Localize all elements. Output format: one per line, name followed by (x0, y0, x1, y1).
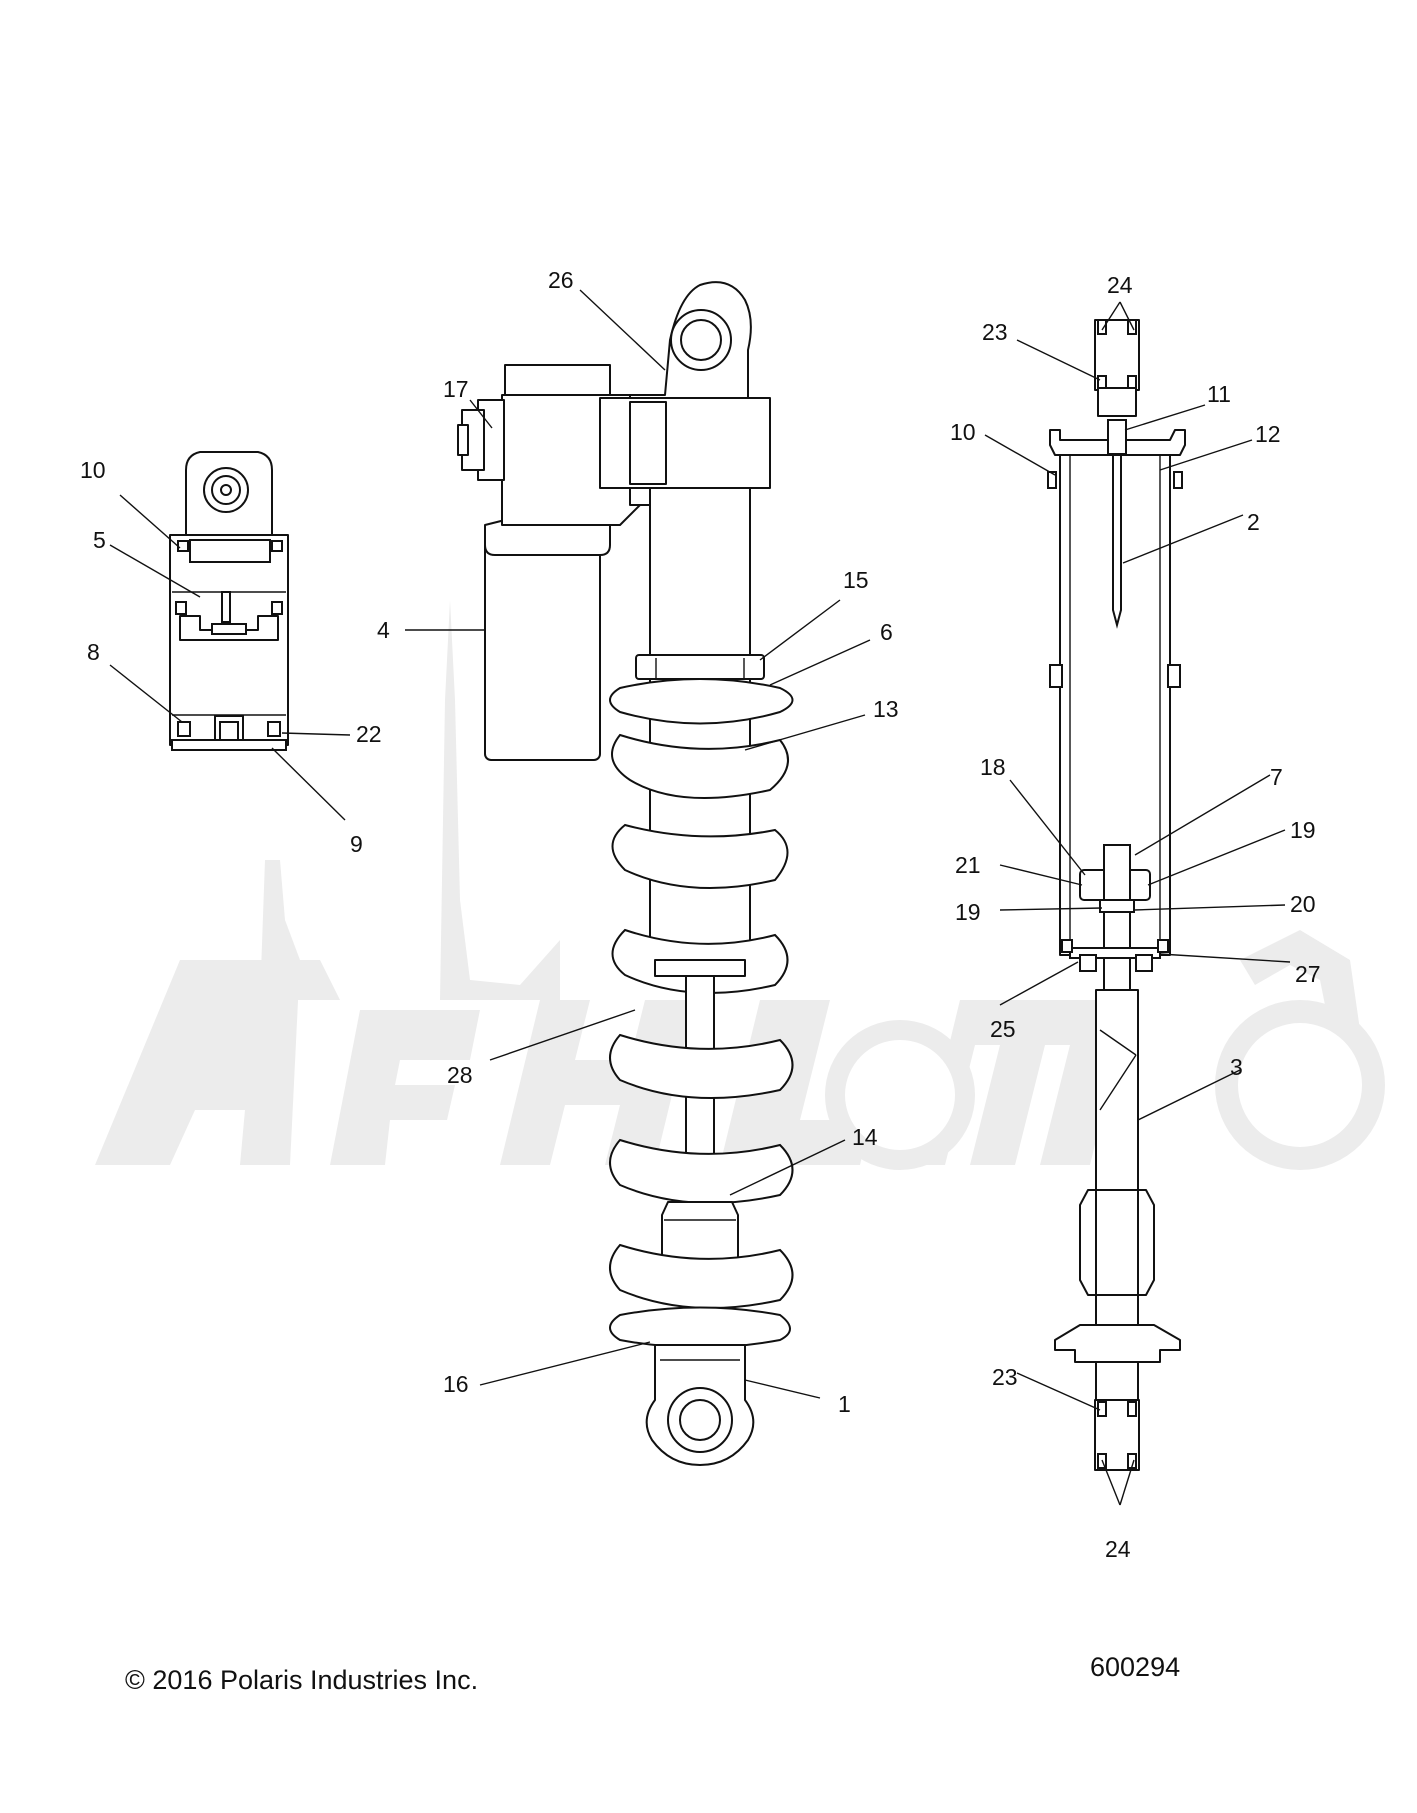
callout-22: 22 (356, 721, 382, 747)
callout-24-bottom: 24 (1105, 1536, 1131, 1562)
callout-4: 4 (377, 617, 390, 643)
callout-28: 28 (447, 1062, 473, 1088)
callout-3: 3 (1230, 1054, 1243, 1080)
assembled-shock (457, 281, 794, 1466)
callout-1: 1 (838, 1391, 851, 1417)
callout-19-left: 19 (955, 899, 981, 925)
callout-21: 21 (955, 852, 981, 878)
copyright-notice: © 2016 Polaris Industries Inc. (125, 1665, 479, 1695)
leader-lines (109, 289, 1291, 1506)
callout-27: 27 (1295, 961, 1321, 987)
callout-16: 16 (443, 1371, 469, 1397)
callout-19-right: 19 (1290, 817, 1316, 843)
callout-8: 8 (87, 639, 100, 665)
callout-13: 13 (873, 696, 899, 722)
callout-2: 2 (1247, 509, 1260, 535)
callout-10-right: 10 (950, 419, 976, 445)
callout-17: 17 (443, 376, 469, 402)
callout-9: 9 (350, 831, 363, 857)
callout-6: 6 (880, 619, 893, 645)
callout-15: 15 (843, 567, 869, 593)
callout-25: 25 (990, 1016, 1016, 1042)
shock-cross-section (1047, 319, 1186, 1471)
callout-12: 12 (1255, 421, 1281, 447)
callout-18: 18 (980, 754, 1006, 780)
callout-7: 7 (1270, 764, 1283, 790)
callout-20: 20 (1290, 891, 1316, 917)
document-number: 600294 (1090, 1652, 1181, 1682)
callout-5: 5 (93, 527, 106, 553)
callout-23-bottom: 23 (992, 1364, 1018, 1390)
callout-10-left: 10 (80, 457, 106, 483)
callout-26: 26 (548, 267, 574, 293)
callout-24-top: 24 (1107, 272, 1133, 298)
callout-23-top: 23 (982, 319, 1008, 345)
callout-14: 14 (852, 1124, 878, 1150)
callout-11: 11 (1207, 381, 1231, 407)
callout-labels: 26 17 4 15 6 13 28 14 16 1 10 5 8 22 9 2… (80, 267, 1321, 1562)
reservoir-cross-section (169, 451, 289, 751)
